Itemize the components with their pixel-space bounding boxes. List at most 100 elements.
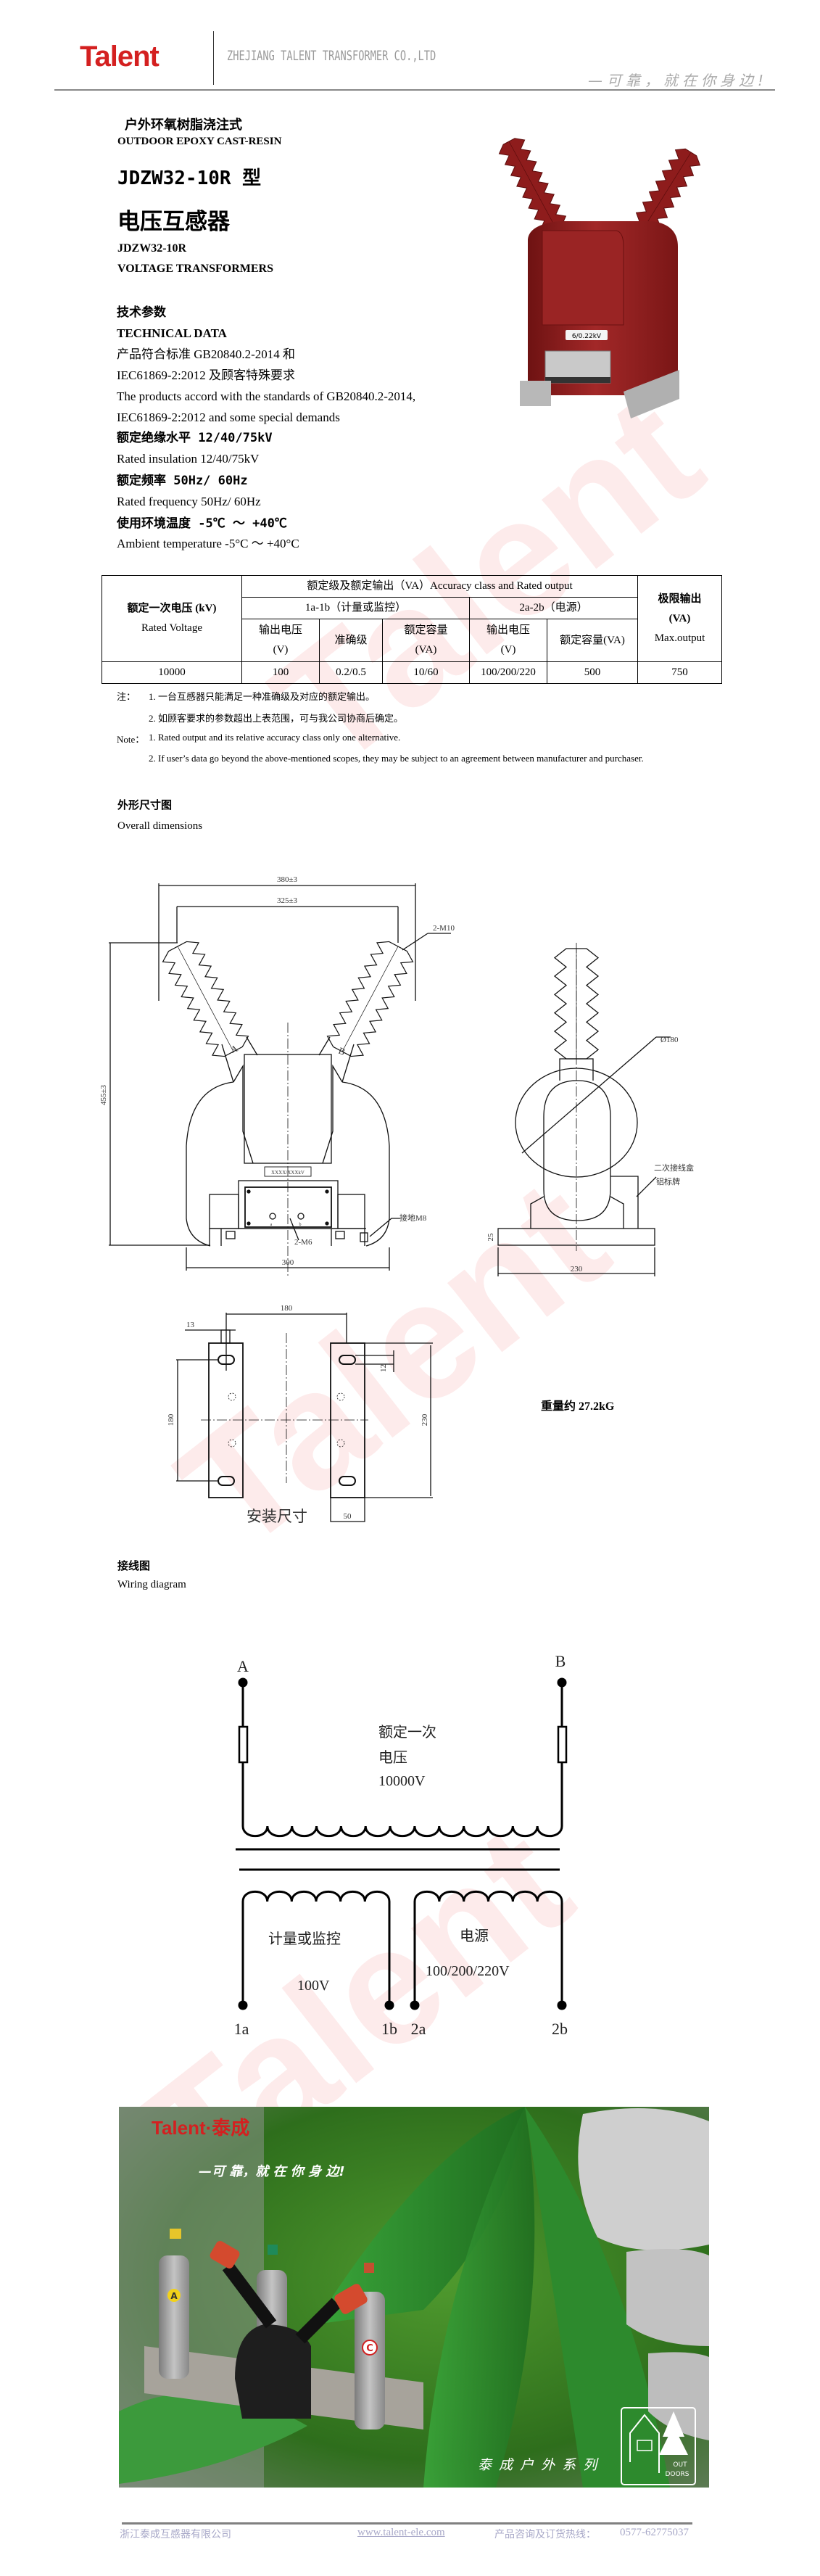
wiring-diagram: A B 额定一次 电压 10000V 计量或监控 100V 电源 100/200…	[234, 1652, 568, 2038]
badge-out: OUT	[673, 2461, 687, 2469]
secondary-2-label: 电源	[460, 1927, 489, 1944]
rating-table: 额定一次电压 (kV)Rated Voltage 额定级及额定输出（VA）Acc…	[102, 575, 722, 684]
col-rated-capacity-va: 额定容量(VA)	[547, 619, 638, 662]
tech-heading-en: TECHNICAL DATA	[117, 326, 227, 340]
max-output-header: 极限输出(VA)Max.output	[637, 575, 722, 662]
col-rated-capacity: 额定容量(VA)	[382, 619, 470, 662]
tech-line: IEC61869-2:2012 及顾客特殊要求	[117, 368, 296, 382]
footer-rule	[122, 2522, 692, 2525]
model-en: JDZW32-10R	[117, 242, 187, 255]
primary-voltage: 10000V	[378, 1773, 426, 1789]
dim-dia-180: Ø180	[660, 1036, 679, 1044]
screw-label: 2-M6	[294, 1238, 312, 1247]
note-label-en: Note：	[117, 734, 145, 745]
banner-slogan: —可 靠，就 在 你 身 边!	[199, 2164, 345, 2179]
tech-line: Rated insulation 12/40/75kV	[117, 452, 260, 466]
insulator-a	[162, 941, 249, 1057]
tech-line: 额定绝缘水平 12/40/75kV	[117, 431, 273, 445]
secondary-2-voltage: 100/200/220V	[426, 1963, 510, 1979]
insulator-b	[326, 941, 414, 1057]
wiring-heading-cn: 接线图	[117, 1559, 151, 1572]
dim-mount-width: 50	[344, 1512, 352, 1521]
nameplate-label: XXXX/XXXkV	[271, 1170, 305, 1176]
talent-logo: Talent	[80, 41, 160, 73]
header-rule	[54, 89, 775, 91]
dim-slot-width: 13	[186, 1321, 195, 1329]
rated-voltage-header: 额定一次电压 (kV)Rated Voltage	[102, 575, 242, 662]
secondary-1-voltage: 100V	[297, 1978, 330, 1994]
tech-line: The products accord with the standards o…	[117, 389, 416, 403]
aluminum-plate-label: 铝标牌	[656, 1176, 680, 1186]
dim-height: 455±3	[99, 1084, 108, 1105]
product-nameplate-text: 6/0.22kV	[572, 333, 602, 340]
accuracy-header: 额定级及额定输出（VA）Accuracy class and Rated out…	[241, 575, 638, 598]
insulator-b-axis	[341, 946, 399, 1052]
dim-bolt-m10: 2-M10	[433, 924, 455, 933]
note-cn: 2. 如顾客要求的参数超出上表范围，可与我公司协商后确定。	[149, 713, 404, 724]
terminal-2b: 2b	[552, 2020, 568, 2038]
dim-mount-pitch: 180	[167, 1413, 175, 1426]
banner-series: 泰 成 户 外 系 列	[478, 2457, 599, 2473]
footer-hotline: 0577-62775037	[620, 2527, 689, 2538]
note-cn: 1. 一台互感器只能满足一种准确级及对应的额定输出。	[149, 691, 376, 702]
table-cell: 750	[637, 661, 722, 684]
dimensions-heading-cn: 外形尺寸图	[117, 798, 173, 812]
badge-doors: DOORS	[665, 2471, 689, 2478]
weight-label: 重量约 27.2kG	[541, 1400, 615, 1413]
footer-hotline-label: 产品咨询及订货热线：	[494, 2529, 596, 2540]
terminal-A: A	[237, 1657, 249, 1675]
primary-winding	[241, 1825, 563, 1837]
table-cell: 500	[547, 661, 638, 684]
primary-label-1: 额定一次	[378, 1723, 436, 1741]
footer-company: 浙江泰成互感器有限公司	[120, 2529, 231, 2540]
model-cn: JDZW32-10R 型	[117, 168, 262, 189]
terminal-B: B	[555, 1652, 566, 1670]
tech-line: Ambient temperature -5°C ～ +40°C	[117, 537, 299, 550]
footer-website-link[interactable]: www.talent-ele.com	[357, 2527, 445, 2538]
tech-line: IEC61869-2:2012 and some special demands	[117, 410, 340, 424]
company-name: ZHEJIANG TALENT TRANSFORMER CO.,LTD	[227, 48, 436, 64]
table-cell: 10000	[102, 661, 242, 684]
type-en: OUTDOOR EPOXY CAST-RESIN	[117, 136, 282, 147]
terminal-b-small: b	[299, 1223, 302, 1227]
ground-label: 接地M8	[399, 1213, 427, 1223]
table-cell: 0.2/0.5	[319, 661, 383, 684]
outdoors-badge-icon: OUT DOORS	[621, 2407, 696, 2485]
tech-line: Rated frequency 50Hz/ 60Hz	[117, 495, 261, 508]
group-1a1b: 1a-1b（计量或监控）	[241, 597, 470, 619]
tech-line: 使用环境温度 -5℃ ～ +40℃	[117, 516, 287, 531]
dim-230-side: 230	[571, 1265, 583, 1273]
col-out-voltage-2: 输出电压(V)	[469, 619, 547, 662]
secondary-box-label: 二次接线盒	[654, 1163, 694, 1173]
dim-325: 325±3	[277, 896, 298, 905]
col-out-voltage: 输出电压(V)	[241, 619, 320, 662]
secondary-winding-2	[413, 1891, 563, 1902]
col-accuracy: 准确级	[319, 619, 383, 662]
header-divider	[213, 31, 214, 85]
note-en: 2. If user’s data go beyond the above-me…	[149, 753, 644, 764]
phase-c-marker: C	[366, 2343, 373, 2354]
primary-label-2: 电压	[378, 1749, 407, 1766]
table-cell: 100	[241, 661, 320, 684]
product-banner-photo: A C Talent·泰成 —可 靠，就 在 你 身 边! 泰 成 户 外 系 …	[119, 2107, 709, 2488]
product-name-cn: 电压互感器	[117, 209, 230, 235]
dimensions-heading-en: Overall dimensions	[117, 820, 203, 832]
banner-brand: Talent·泰成	[152, 2117, 249, 2139]
table-cell: 100/200/220	[469, 661, 547, 684]
note-en: 1. Rated output and its relative accurac…	[149, 732, 401, 743]
terminal-2a: 2a	[411, 2020, 426, 2038]
terminal-a-small: a	[270, 1223, 273, 1227]
product-name-en: VOLTAGE TRANSFORMERS	[117, 263, 273, 275]
dimension-drawing: XXXX/XXXkV 380±3 325±3 2-M10 455±3 A B a…	[99, 875, 694, 1525]
secondary-winding-1	[241, 1891, 391, 1902]
secondary-1-label: 计量或监控	[268, 1930, 341, 1947]
dim-25: 25	[486, 1233, 495, 1242]
dim-base-300: 300	[282, 1258, 294, 1267]
table-cell: 10/60	[382, 661, 470, 684]
tech-line: 额定频率 50Hz/ 60Hz	[117, 474, 248, 488]
terminal-1a: 1a	[234, 2020, 249, 2038]
tech-heading-cn: 技术参数	[117, 305, 166, 320]
note-label-cn: 注：	[117, 691, 136, 702]
mounting-label: 安装尺寸	[247, 1508, 307, 1525]
terminal-1b: 1b	[381, 2020, 397, 2038]
